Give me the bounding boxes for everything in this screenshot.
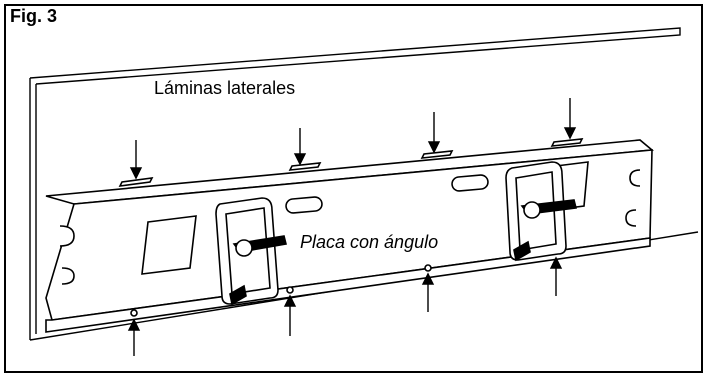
angle-plate-arrows — [127, 256, 563, 356]
left-hanger-clip — [215, 197, 287, 306]
angle-plate — [45, 138, 654, 333]
right-hanger-clip — [505, 161, 577, 262]
side-plate-arrows — [129, 98, 577, 180]
angle-plate-callout: Placa con ángulo — [300, 232, 439, 252]
figure-label: Fig. 3 — [10, 6, 58, 26]
side-plates-callout: Láminas laterales — [154, 78, 296, 98]
